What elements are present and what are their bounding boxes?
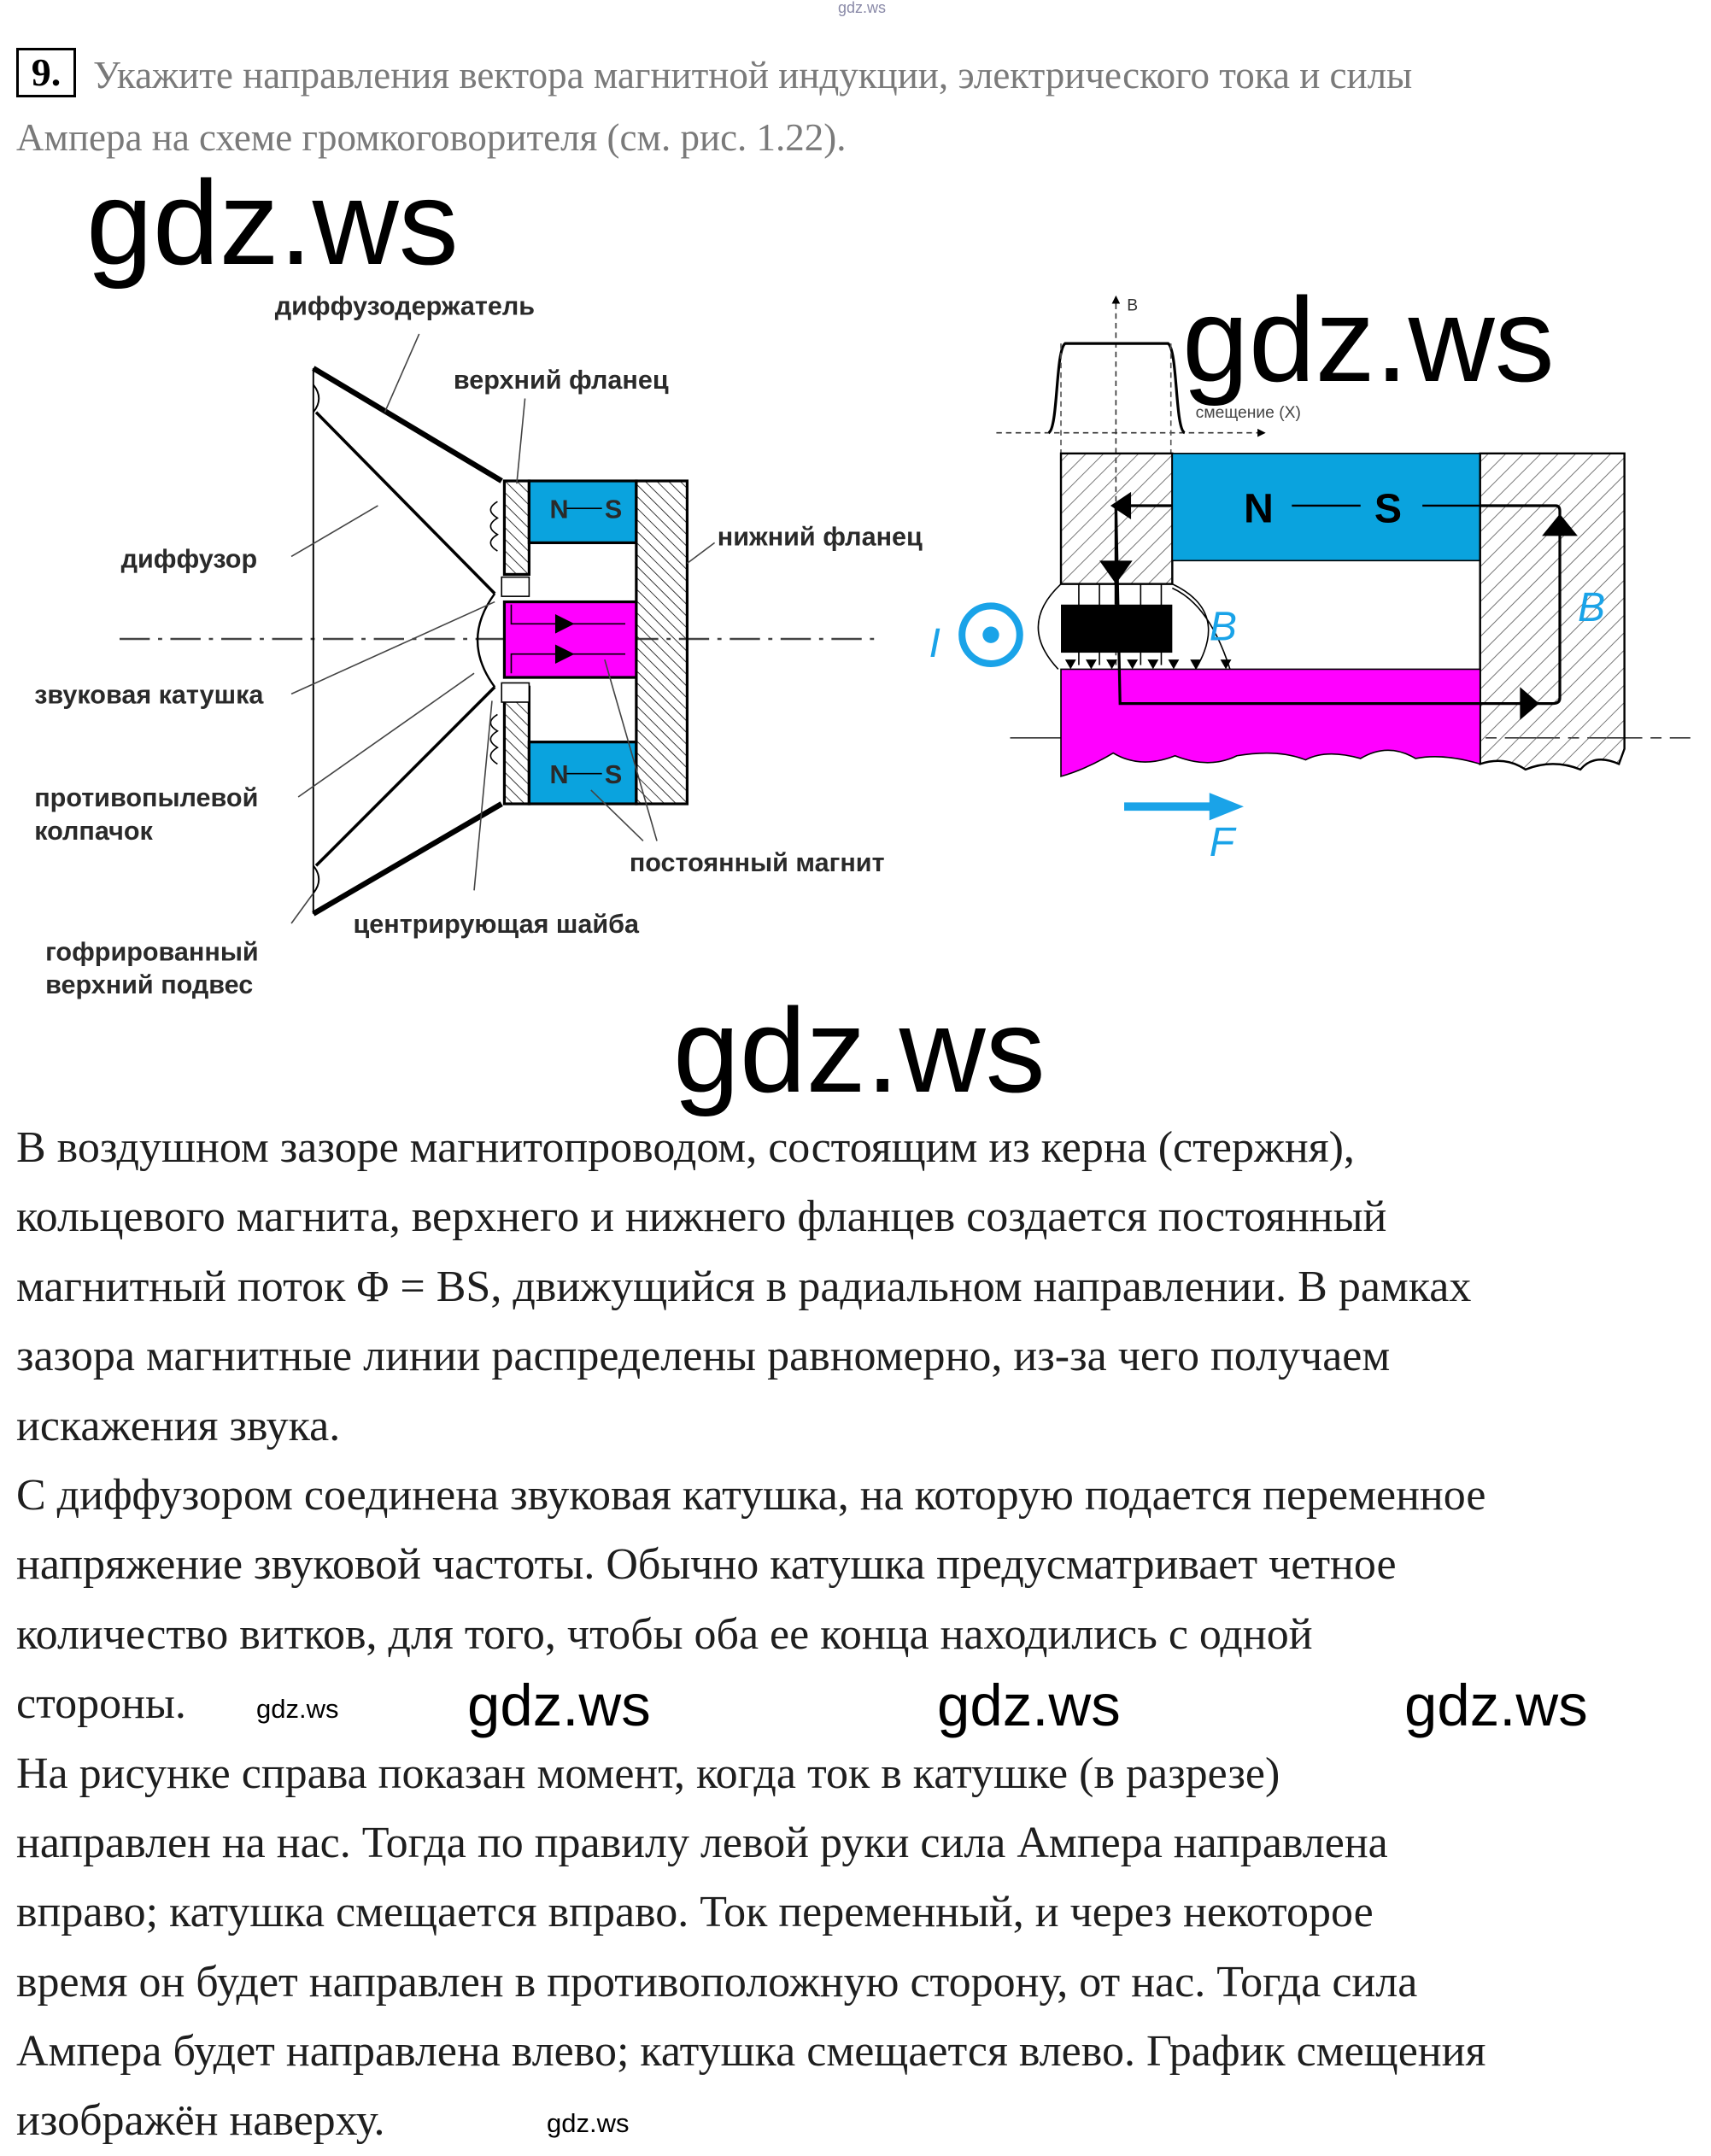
pole-n: N (550, 760, 569, 789)
upper-flange-top (502, 479, 531, 577)
label-spider: центрирующая шайба (353, 910, 640, 939)
text-line: стороны. (16, 1679, 186, 1729)
text-line: направлен на нас. Тогда по правилу левой… (16, 1818, 1388, 1867)
watermark: gdz.ws (1404, 1673, 1588, 1738)
current-out-of-page-icon (958, 602, 1023, 667)
watermark: gdz.ws (937, 1673, 1121, 1738)
flux-path (1114, 504, 1562, 706)
pole-n: N (1244, 485, 1274, 531)
text-line: В воздушном зазоре магнитопроводом, сост… (16, 1123, 1355, 1172)
dust-cap (476, 593, 496, 688)
text-line: искажения звука. (16, 1401, 341, 1450)
cone-holder (312, 366, 503, 917)
surround (313, 384, 320, 894)
pole-n: N (550, 495, 569, 524)
force-label: F (1210, 819, 1237, 865)
lower-flange-section (1479, 452, 1626, 771)
label-upper-flange: верхний фланец (454, 366, 669, 395)
text-line: На рисунке справа показан момент, когда … (16, 1749, 1280, 1798)
watermark: gdz.ws (1182, 272, 1555, 407)
label-dust-cap: противопылевой (34, 783, 258, 812)
core-section (1060, 668, 1481, 777)
task-text-line: Укажите направления вектора магнитной ин… (93, 54, 1413, 97)
watermark: gdz.ws (256, 1694, 339, 1724)
cone (314, 411, 496, 867)
label-cone: диффузор (121, 544, 258, 573)
watermark: gdz.ws (838, 0, 887, 16)
pole-s: S (605, 495, 622, 524)
graph-x-label: смещение (X) (1196, 404, 1301, 422)
watermark: gdz.ws (467, 1673, 651, 1738)
text-line: количество витков, для того, чтобы оба е… (16, 1609, 1313, 1659)
speaker-cross-section: N S N S диффузодержатель верхний фланец … (34, 291, 923, 999)
pole-s: S (605, 760, 622, 789)
text-line: зазора магнитные линии распределены равн… (16, 1332, 1391, 1381)
leader-lines (290, 333, 716, 924)
label-surround: верхний подвес (45, 970, 253, 999)
watermark: gdz.ws (86, 155, 459, 290)
text-line: вправо; катушка смещается вправо. Ток пе… (16, 1888, 1374, 1937)
text-line: изображён наверху. (16, 2096, 385, 2146)
voice-coil-section (1061, 604, 1173, 653)
watermark: gdz.ws (673, 983, 1046, 1117)
graph-y-label: B (1127, 297, 1138, 315)
magnetic-circuit-detail: B смещение (X) N S I B B (929, 295, 1690, 865)
text-line: кольцевого магнита, верхнего и нижнего ф… (16, 1192, 1387, 1242)
text-line: Ампера будет направлена влево; катушка с… (16, 2027, 1486, 2077)
core (502, 600, 638, 679)
label-cone-holder: диффузодержатель (275, 291, 535, 320)
text-line: время он будет направлен в противоположн… (16, 1957, 1418, 2007)
lower-flange (635, 479, 689, 806)
b-label: B (1210, 604, 1237, 650)
text-line: С диффузором соединена звуковая катушка,… (16, 1470, 1486, 1520)
watermark: gdz.ws (547, 2108, 630, 2138)
current-label: I (929, 620, 940, 666)
displacement-curve (1047, 342, 1187, 435)
magnet-top (527, 479, 638, 545)
text-line: магнитный поток Φ = BS, движущийся в рад… (16, 1262, 1472, 1311)
coil-section-top (501, 576, 530, 597)
label-magnet: постоянный магнит (630, 848, 885, 877)
ring-magnet (1171, 453, 1481, 562)
task-number: 9. (16, 48, 76, 97)
spider (489, 501, 499, 765)
label-lower-flange: нижний фланец (718, 523, 923, 552)
label-dust-cap: колпачок (34, 817, 153, 846)
text-line: напряжение звуковой частоты. Обычно кату… (16, 1540, 1397, 1590)
upper-flange-bottom (502, 685, 531, 806)
b-label: B (1578, 584, 1605, 630)
answer-text: В воздушном зазоре магнитопроводом, сост… (16, 1113, 1485, 2156)
pole-s: S (1374, 485, 1402, 531)
coil-section-bottom (501, 682, 530, 703)
label-surround: гофрированный (45, 937, 259, 966)
task-text-line: Ампера на схеме громкоговорителя (см. ри… (16, 116, 847, 159)
label-voice-coil: звуковая катушка (34, 681, 264, 710)
